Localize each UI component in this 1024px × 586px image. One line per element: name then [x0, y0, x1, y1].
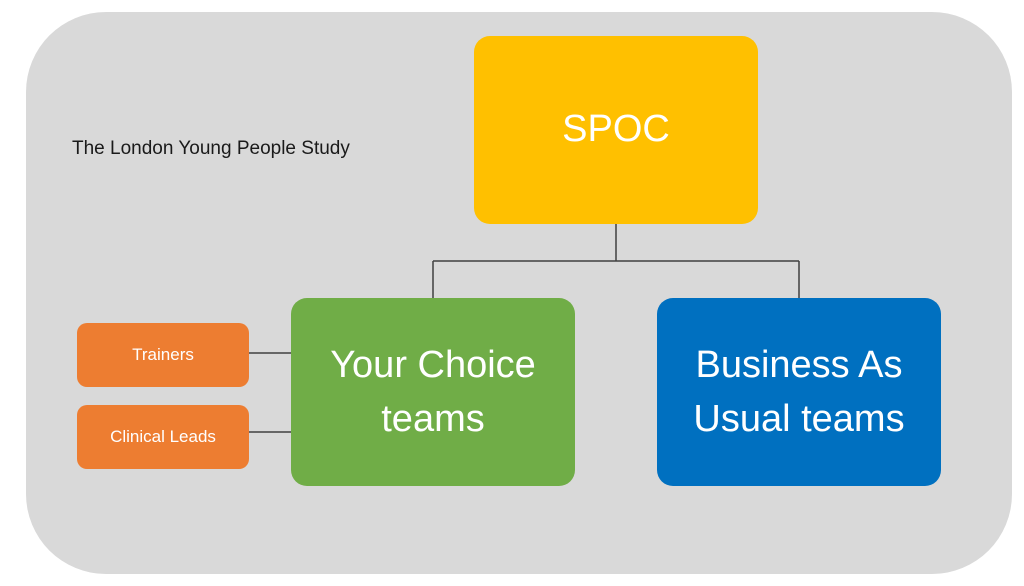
- node-spoc-label: SPOC: [562, 108, 670, 150]
- node-clinical-leads-label: Clinical Leads: [110, 427, 216, 446]
- node-spoc: SPOC: [474, 36, 758, 224]
- node-bau-line1: Business As: [695, 344, 903, 386]
- node-clinical-leads: Clinical Leads: [77, 405, 249, 469]
- node-your-choice-teams: Your Choice teams: [291, 298, 575, 486]
- node-trainers: Trainers: [77, 323, 249, 387]
- node-bau-line2: Usual teams: [693, 398, 905, 440]
- study-title: The London Young People Study: [72, 138, 350, 159]
- node-business-as-usual-teams: Business As Usual teams: [657, 298, 941, 486]
- node-trainers-label: Trainers: [132, 345, 194, 364]
- node-your-choice-line1: Your Choice: [330, 344, 536, 386]
- node-your-choice-line2: teams: [381, 398, 485, 440]
